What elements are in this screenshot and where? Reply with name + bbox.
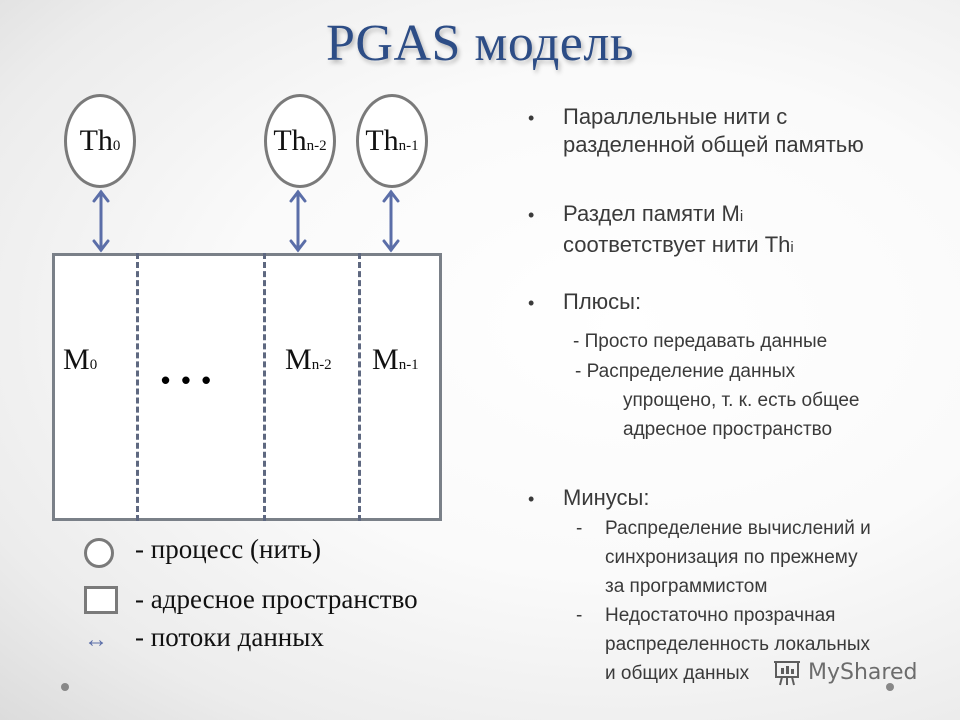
memory-label-n-2: Mn-2	[285, 345, 332, 375]
pros-item-1: - Просто передавать данные	[573, 331, 828, 352]
pros-item-2-cont: упрощено, т. к. есть общее	[623, 390, 860, 411]
bullet-dot: •	[528, 108, 535, 128]
thread-oval-0: Th0	[64, 94, 136, 188]
bullet-text: Параллельные нити с	[563, 104, 788, 129]
thread-subscript: 0	[112, 138, 121, 154]
bullet-text: соответствует нити Th	[563, 232, 791, 257]
ellipsis: • • •	[161, 365, 213, 395]
cons-text: синхронизация по прежнему	[605, 547, 858, 568]
double-arrow-icon	[289, 189, 307, 253]
memory-label-0: M0	[63, 345, 97, 375]
presentation-board-icon	[774, 661, 800, 686]
cons-text: распределенность локальных	[605, 634, 871, 655]
bullet-dot: •	[528, 205, 535, 225]
cons-dash: -	[576, 605, 583, 626]
cons-text: и общих данных	[605, 663, 750, 684]
bullet-dot: •	[528, 293, 535, 313]
memory-subscript: n-1	[398, 357, 419, 373]
double-arrow-icon	[92, 189, 110, 253]
subscript: i	[790, 239, 794, 256]
memory-label: M	[63, 343, 90, 376]
slide-corner-dot	[886, 683, 894, 691]
double-arrow-icon: ↔	[84, 626, 108, 653]
thread-oval-n-1: Thn-1	[356, 94, 428, 188]
bullet-parallel-threads: Параллельные нити с разделенной общей па…	[563, 103, 864, 159]
memory-label: M	[372, 343, 399, 376]
pros-item-2: - Распределение данных	[575, 361, 796, 382]
cons-item-2: Недостаточно прозрачная распределенность…	[605, 601, 870, 688]
thread-label: Th	[79, 124, 113, 157]
cons-text: за программистом	[605, 576, 768, 597]
subscript: i	[739, 208, 744, 225]
watermark-text: MyShared	[808, 659, 918, 685]
circle-icon	[84, 538, 114, 568]
legend-process: - процесс (нить)	[135, 534, 322, 564]
partition-divider	[136, 253, 139, 521]
double-arrow-icon	[382, 189, 400, 253]
slide-corner-dot	[61, 683, 69, 691]
slide-title: PGAS модель	[325, 15, 635, 72]
thread-subscript: n-2	[306, 138, 327, 154]
cons-dash: -	[576, 518, 583, 539]
thread-label: Th	[273, 124, 307, 157]
cons-heading: Минусы:	[563, 485, 650, 510]
square-icon	[84, 586, 118, 614]
partition-divider	[358, 253, 361, 521]
thread-oval-n-2: Thn-2	[264, 94, 336, 188]
watermark: MyShared	[772, 657, 917, 687]
cons-text: Недостаточно прозрачная	[605, 605, 836, 626]
bullet-memory-partition: Раздел памяти Mi соответствует нити Thi	[563, 200, 794, 262]
cons-text: Распределение вычислений и	[605, 518, 871, 539]
thread-label: Th	[365, 124, 399, 157]
memory-subscript: n-2	[311, 357, 332, 373]
legend-data-flows: - потоки данных	[135, 622, 324, 652]
shared-address-space	[52, 253, 442, 521]
legend-address-space: - адресное пространство	[135, 584, 418, 614]
memory-label: M	[285, 343, 312, 376]
bullet-dot: •	[528, 489, 535, 509]
bullet-text: Раздел памяти M	[563, 201, 740, 226]
cons-item-1: Распределение вычислений и синхронизация…	[605, 514, 871, 601]
pros-heading: Плюсы:	[563, 289, 642, 314]
memory-subscript: 0	[89, 357, 98, 373]
pros-item-2-cont: адресное пространство	[623, 419, 833, 440]
thread-subscript: n-1	[398, 138, 419, 154]
bullet-text: разделенной общей памятью	[563, 132, 864, 157]
memory-label-n-1: Mn-1	[372, 345, 419, 375]
partition-divider	[263, 253, 266, 521]
